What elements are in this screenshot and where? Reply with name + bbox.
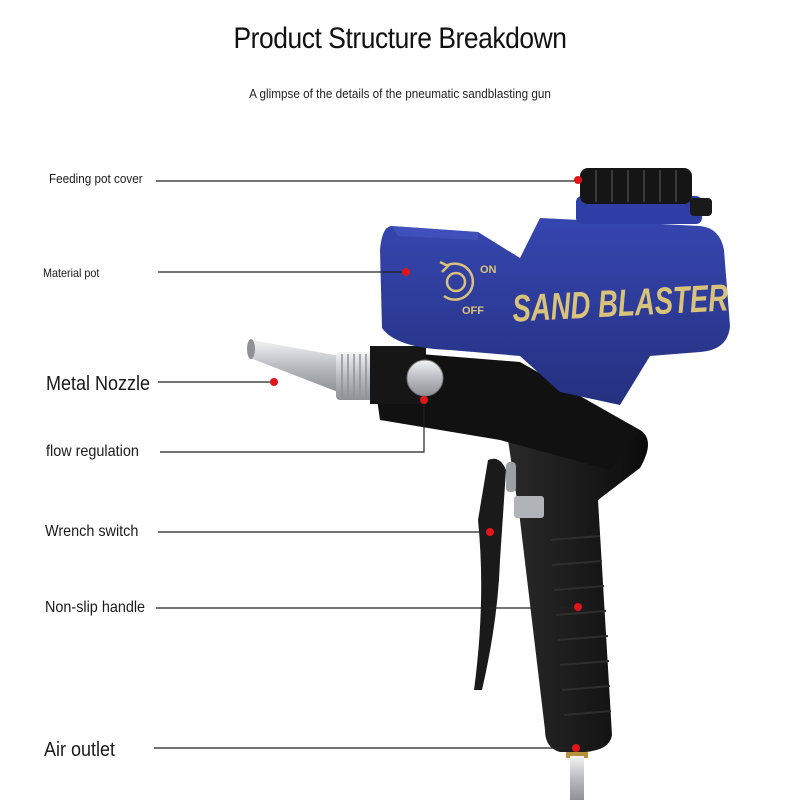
trigger-lever [474, 458, 506, 690]
on-off-dial-icon [439, 260, 475, 301]
switch-off-text: OFF [462, 305, 484, 317]
page-title: Product Structure Breakdown [233, 22, 567, 55]
handle-shape [505, 420, 648, 752]
material-pot-shape [380, 218, 730, 405]
callout-markers [270, 176, 582, 752]
marker-metal-nozzle [270, 378, 278, 386]
callout-leader-lines [154, 180, 578, 749]
marker-wrench-switch [486, 528, 494, 536]
label-wrench-switch: Wrench switch [45, 523, 139, 540]
marker-air-outlet [572, 744, 580, 752]
feeding-pot-cover-shape [576, 168, 712, 224]
page-subtitle: A glimpse of the details of the pneumati… [249, 86, 551, 101]
marker-feeding-pot-cover [574, 176, 582, 184]
handle-grip-ridges [549, 535, 612, 716]
switch-on-text: ON [480, 264, 497, 276]
label-air-outlet: Air outlet [44, 739, 116, 761]
marker-flow-regulation [420, 396, 428, 404]
marker-non-slip-handle [574, 603, 582, 611]
metal-nozzle-shape [247, 339, 380, 400]
label-flow-regulation: flow regulation [46, 443, 139, 460]
label-metal-nozzle: Metal Nozzle [46, 373, 151, 395]
flow-regulation-knob [370, 346, 444, 404]
marker-material-pot [402, 268, 410, 276]
label-non-slip-handle: Non-slip handle [45, 599, 146, 616]
label-feeding-pot-cover: Feeding pot cover [49, 171, 143, 186]
label-material-pot: Material pot [43, 266, 100, 280]
